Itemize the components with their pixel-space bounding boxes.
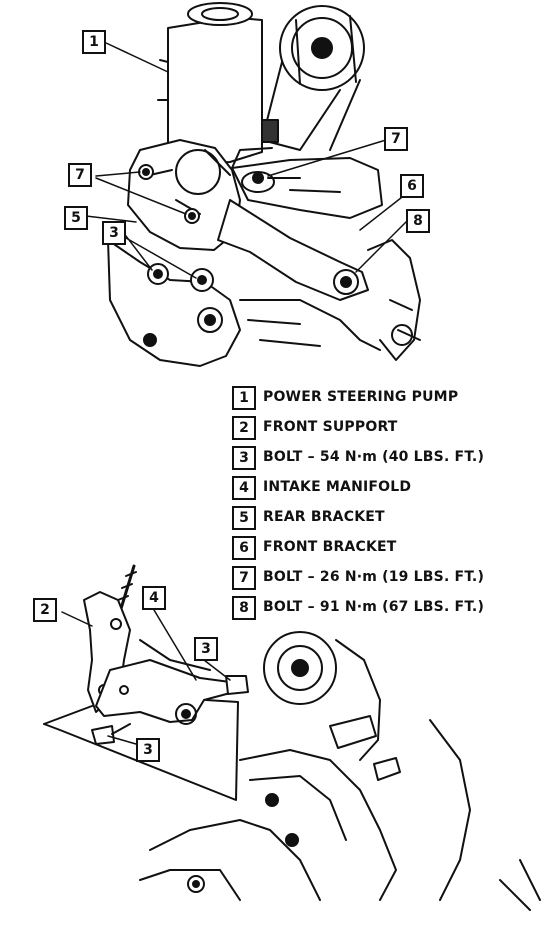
legend-number: 3 bbox=[232, 446, 256, 470]
callout-3-top: 3 bbox=[102, 221, 126, 245]
legend-item: 8 BOLT – 91 N·m (67 LBS. FT.) bbox=[232, 593, 552, 623]
parts-legend: 1 POWER STEERING PUMP 2 FRONT SUPPORT 3 … bbox=[232, 383, 552, 623]
legend-item: 1 POWER STEERING PUMP bbox=[232, 383, 552, 413]
legend-number: 8 bbox=[232, 596, 256, 620]
callout-3-right: 3 bbox=[194, 637, 218, 661]
callout-7-right: 7 bbox=[384, 127, 408, 151]
callout-5: 5 bbox=[64, 206, 88, 230]
legend-number: 1 bbox=[232, 386, 256, 410]
legend-number: 7 bbox=[232, 566, 256, 590]
legend-label: FRONT BRACKET bbox=[263, 539, 397, 555]
legend-number: 6 bbox=[232, 536, 256, 560]
legend-item: 5 REAR BRACKET bbox=[232, 503, 552, 533]
legend-item: 3 BOLT – 54 N·m (40 LBS. FT.) bbox=[232, 443, 552, 473]
callout-4: 4 bbox=[142, 586, 166, 610]
callout-8: 8 bbox=[406, 209, 430, 233]
legend-label: BOLT – 54 N·m (40 LBS. FT.) bbox=[263, 449, 485, 465]
legend-number: 4 bbox=[232, 476, 256, 500]
callout-6: 6 bbox=[400, 174, 424, 198]
legend-label: POWER STEERING PUMP bbox=[263, 389, 459, 405]
legend-item: 6 FRONT BRACKET bbox=[232, 533, 552, 563]
callout-3-bottom: 3 bbox=[136, 738, 160, 762]
callout-2: 2 bbox=[33, 598, 57, 622]
legend-number: 5 bbox=[232, 506, 256, 530]
legend-number: 2 bbox=[232, 416, 256, 440]
callout-1: 1 bbox=[82, 30, 106, 54]
legend-label: FRONT SUPPORT bbox=[263, 419, 398, 435]
legend-item: 2 FRONT SUPPORT bbox=[232, 413, 552, 443]
legend-label: INTAKE MANIFOLD bbox=[263, 479, 412, 495]
legend-item: 4 INTAKE MANIFOLD bbox=[232, 473, 552, 503]
legend-label: BOLT – 91 N·m (67 LBS. FT.) bbox=[263, 599, 485, 615]
legend-label: REAR BRACKET bbox=[263, 509, 385, 525]
legend-item: 7 BOLT – 26 N·m (19 LBS. FT.) bbox=[232, 563, 552, 593]
legend-label: BOLT – 26 N·m (19 LBS. FT.) bbox=[263, 569, 485, 585]
callout-7-left: 7 bbox=[68, 163, 92, 187]
